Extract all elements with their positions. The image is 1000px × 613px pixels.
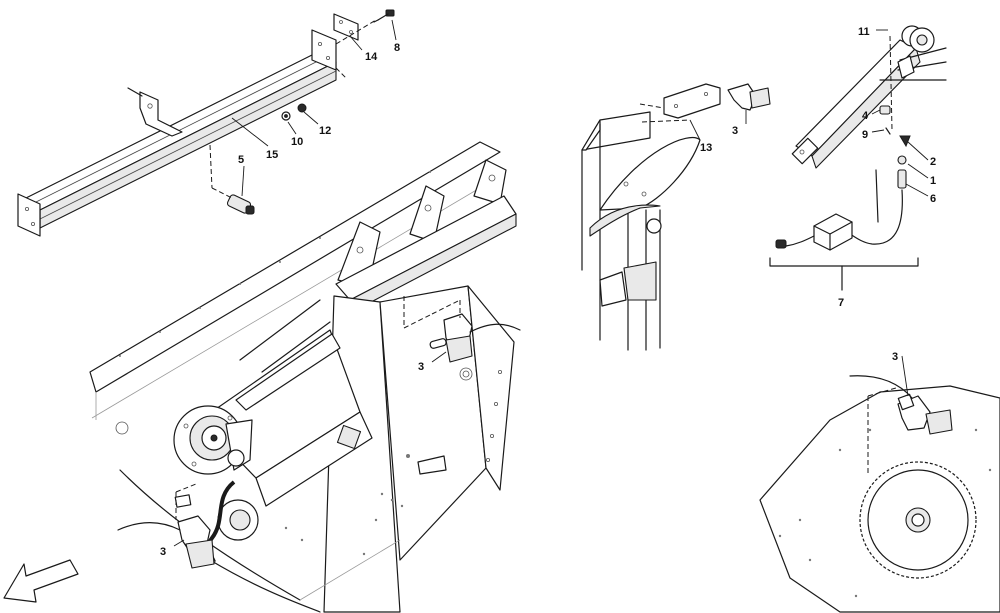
washer-part-10 [281, 111, 291, 121]
header-frame [89, 141, 517, 613]
callout-8: 8 [394, 42, 400, 54]
bolt-part-8 [373, 9, 395, 23]
callout-15: 15 [266, 149, 278, 161]
callout-7: 7 [838, 297, 844, 309]
sprocket-view [759, 375, 1000, 613]
support-beam [17, 29, 337, 237]
callout-labels: 14 8 12 10 15 5 13 3 3 3 3 11 4 9 2 1 6 … [160, 26, 936, 558]
callout-3-centre: 3 [418, 361, 424, 373]
callout-3-sprocket: 3 [892, 351, 898, 363]
callout-12: 12 [319, 125, 331, 137]
callout-6: 6 [930, 193, 936, 205]
nut-part-12 [297, 103, 307, 113]
sensor-bracket-lower [117, 483, 215, 569]
sensor-part-5 [209, 144, 255, 215]
callout-13: 13 [700, 142, 712, 154]
callout-leaders [173, 19, 929, 547]
callout-11: 11 [858, 26, 870, 38]
callout-10: 10 [291, 136, 303, 148]
plate-part-14 [333, 13, 359, 41]
sensor-arm-assembly [769, 25, 947, 291]
callout-9: 9 [862, 129, 868, 141]
callout-3-lower: 3 [160, 546, 166, 558]
direction-arrow [3, 559, 79, 603]
callout-2: 2 [930, 156, 936, 168]
callout-3-upper: 3 [732, 125, 738, 137]
callout-1: 1 [930, 175, 936, 187]
sensor-bracket-centre [403, 296, 521, 363]
mount-bracket-view [581, 83, 771, 351]
callout-4: 4 [862, 110, 869, 122]
callout-14: 14 [365, 51, 378, 63]
callout-5: 5 [238, 154, 244, 166]
